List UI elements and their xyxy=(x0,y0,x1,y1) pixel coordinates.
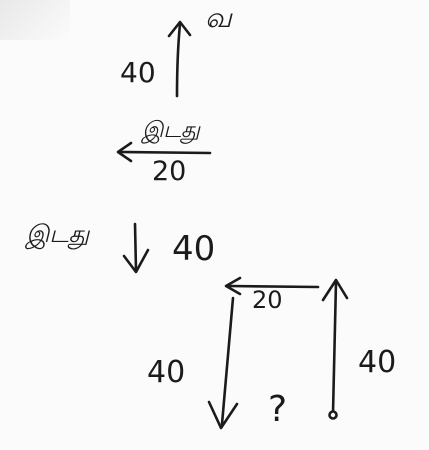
arrow-left-2 xyxy=(224,276,320,296)
direction-label-left-2: இடது xyxy=(26,220,90,248)
arrow-up-2 xyxy=(321,278,349,420)
arrow-left-1 xyxy=(116,141,212,163)
distance-label-4: 20 xyxy=(252,286,283,314)
distance-label-6: 40 xyxy=(358,345,397,380)
corner-shadow xyxy=(0,0,70,40)
distance-label-2: 20 xyxy=(152,156,187,187)
distance-label-1: 40 xyxy=(120,56,156,89)
north-label: வ xyxy=(205,1,232,34)
arrow-down-1 xyxy=(122,222,150,274)
direction-label-left-1: இடது xyxy=(142,118,200,143)
start-point-marker xyxy=(328,410,338,420)
distance-label-5: 40 xyxy=(147,355,186,390)
unknown-distance-mark: ? xyxy=(268,389,288,430)
distance-label-3: 40 xyxy=(172,229,216,269)
arrow-north-1 xyxy=(167,20,192,98)
arrow-down-2 xyxy=(207,296,239,430)
